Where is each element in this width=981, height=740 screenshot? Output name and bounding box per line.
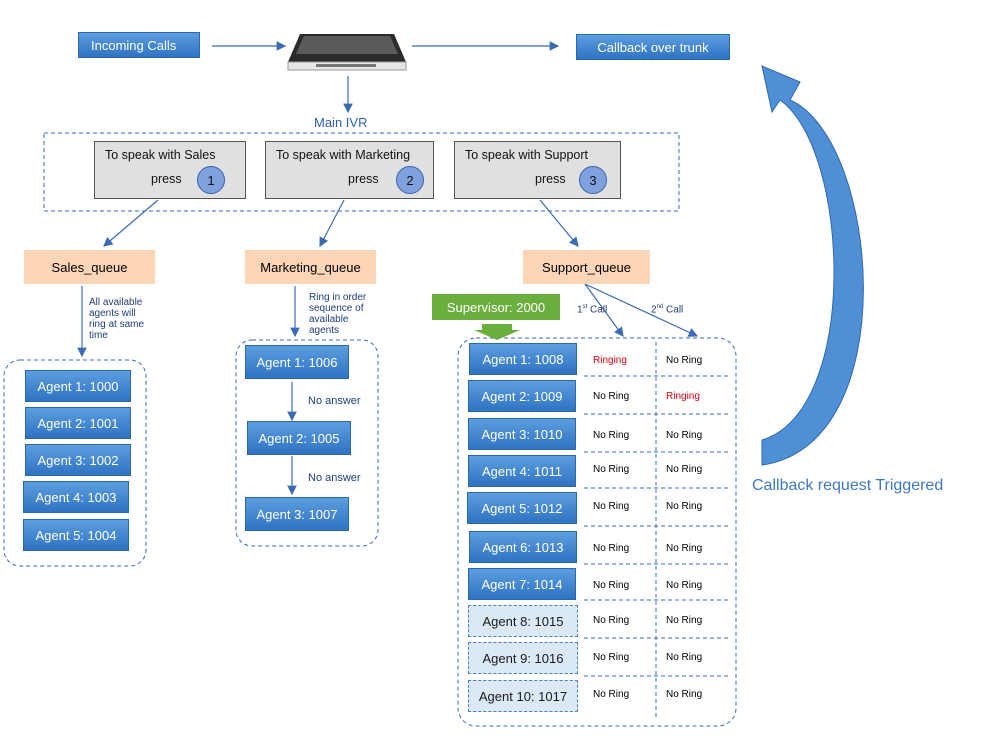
first-call-label: 1st Call [577, 304, 608, 316]
no-answer-label: No answer [308, 472, 361, 484]
support-group-frame [457, 337, 737, 727]
support-agent-5: Agent 5: 1012 [467, 492, 577, 524]
ivr-option-text: To speak with Support [465, 148, 588, 162]
marketing-group-frame [235, 339, 379, 547]
sales-agent-2: Agent 2: 1001 [25, 407, 131, 439]
status-cell-call1: No Ring [593, 464, 630, 475]
marketing-agent-2: Agent 2: 1005 [247, 421, 351, 455]
sales-queue-box: Sales_queue [24, 250, 155, 284]
marketing-queue-box: Marketing_queue [245, 250, 376, 284]
status-cell-call2: No Ring [666, 501, 703, 512]
incoming-calls-box: Incoming Calls [78, 32, 200, 58]
sales-agent-4: Agent 4: 1003 [23, 481, 129, 513]
callback-over-trunk-box: Callback over trunk [576, 34, 730, 60]
status-cell-call2: No Ring [666, 615, 703, 626]
support-agent-3: Agent 3: 1010 [468, 418, 576, 450]
support-queue-box: Support_queue [523, 250, 650, 284]
sales-group-frame [3, 359, 147, 567]
support-agent-4: Agent 4: 1011 [468, 455, 576, 487]
second-call-label: 2nd Call [651, 304, 684, 316]
ivr-option-text: To speak with Sales [105, 148, 216, 162]
main-ivr-title: Main IVR [314, 115, 368, 130]
support-agent-9: Agent 9: 1016 [468, 642, 578, 674]
supervisor-arrow [474, 324, 520, 340]
support-agent-1: Agent 1: 1008 [469, 343, 577, 375]
status-cell-call1: No Ring [593, 430, 630, 441]
ivr-option-press: press [535, 172, 566, 186]
ivr-key-badge: 3 [579, 166, 607, 194]
support-agent-2: Agent 2: 1009 [468, 380, 576, 412]
support-agent-10: Agent 10: 1017 [468, 680, 578, 712]
status-cell-call1: No Ring [593, 652, 630, 663]
status-cell-call1: No Ring [593, 689, 630, 700]
ivr-option-marketing: To speak with Marketing press 2 [265, 141, 434, 199]
status-cell-call1: No Ring [593, 501, 630, 512]
callback-curve-arrow [761, 65, 864, 466]
status-cell-call1: Ringing [593, 355, 627, 366]
status-cell-call2: No Ring [666, 689, 703, 700]
ivr-frame [43, 132, 680, 212]
marketing-agent-3: Agent 3: 1007 [245, 497, 349, 531]
pbx-appliance-icon [287, 34, 407, 71]
ivr-option-support: To speak with Support press 3 [454, 141, 621, 199]
support-agent-6: Agent 6: 1013 [469, 531, 577, 563]
callback-request-label: Callback request Triggered [752, 477, 944, 494]
supervisor-box: Supervisor: 2000 [432, 294, 560, 320]
status-cell-call1: No Ring [593, 391, 630, 402]
status-cell-call2: Ringing [666, 391, 700, 402]
no-answer-label: No answer [308, 395, 361, 407]
sales-agent-1: Agent 1: 1000 [25, 370, 131, 402]
sales-agent-3: Agent 3: 1002 [25, 444, 131, 476]
status-cell-call2: No Ring [666, 430, 703, 441]
marketing-agent-1: Agent 1: 1006 [245, 345, 349, 379]
status-cell-call1: No Ring [593, 615, 630, 626]
ivr-option-press: press [151, 172, 182, 186]
ivr-option-sales: To speak with Sales press 1 [94, 141, 246, 199]
status-cell-call2: No Ring [666, 464, 703, 475]
status-cell-call2: No Ring [666, 355, 703, 366]
status-cell-call2: No Ring [666, 652, 703, 663]
status-cell-call1: No Ring [593, 580, 630, 591]
ivr-option-text: To speak with Marketing [276, 148, 411, 162]
sales-agent-5: Agent 5: 1004 [23, 519, 129, 551]
support-agent-7: Agent 7: 1014 [468, 568, 576, 600]
support-agent-8: Agent 8: 1015 [468, 605, 578, 637]
status-cell-call2: No Ring [666, 580, 703, 591]
status-cell-call2: No Ring [666, 543, 703, 554]
ivr-key-badge: 2 [396, 166, 424, 194]
ivr-option-press: press [348, 172, 379, 186]
status-cell-call1: No Ring [593, 543, 630, 554]
ivr-key-badge: 1 [197, 166, 225, 194]
